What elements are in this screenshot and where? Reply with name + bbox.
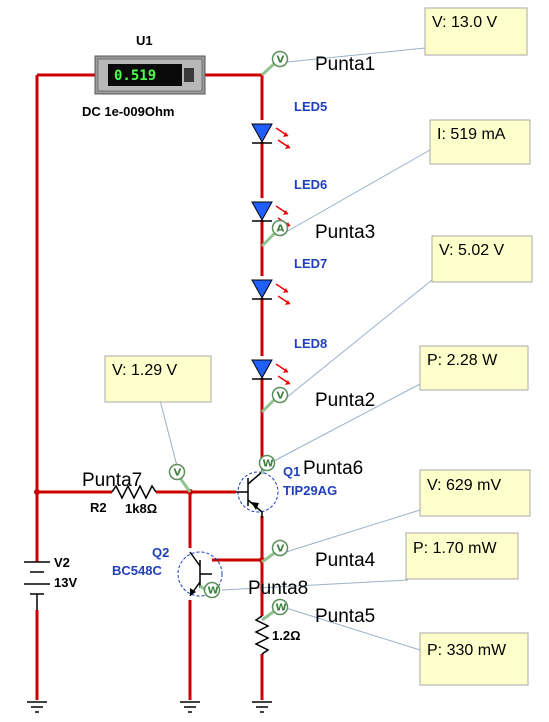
q1-part: TIP29AG (283, 483, 337, 498)
probe-reading-punta3: I: 519 mA (429, 119, 531, 165)
r2-ref: R2 (90, 500, 107, 515)
probe-marker-punta8[interactable]: W (199, 581, 221, 599)
transistor-q1[interactable] (236, 462, 279, 518)
source-value: 13V (54, 575, 77, 590)
probe-reading-text: V: 629 mV (427, 477, 501, 494)
led-led8[interactable] (251, 359, 291, 385)
probe-reading-text: P: 330 mW (427, 642, 507, 659)
r2-value: 1k8Ω (125, 501, 157, 516)
probe-reading-punta5: P: 330 mW (419, 632, 529, 686)
probe-letter-punta6: W (263, 459, 274, 470)
dc-source-v2[interactable] (24, 561, 50, 610)
probe-reading-punta8: P: 1.70 mW (405, 532, 519, 580)
led7-label: LED7 (294, 256, 327, 271)
probe-name-punta2: Punta2 (315, 390, 375, 411)
probe-name-punta6: Punta6 (303, 458, 363, 479)
resistor-r2[interactable] (111, 484, 157, 500)
multimeter-name: U1 (136, 33, 153, 48)
probe-marker-punta1[interactable]: V (260, 50, 289, 77)
probe-reading-text: V: 13.0 V (432, 14, 498, 31)
probe-reading-text: V: 1.29 V (112, 362, 178, 379)
ground-symbol (27, 701, 47, 713)
probe-name-punta8: Punta8 (248, 578, 308, 599)
probe-marker-punta5[interactable]: W (261, 598, 289, 622)
probe-reading-text: I: 519 mA (437, 126, 506, 143)
probe-name-punta5: Punta5 (315, 606, 375, 627)
circuit-wires (35, 73, 264, 700)
probe-letter-punta8: W (208, 586, 219, 597)
q2-part: BC548C (112, 563, 162, 578)
probe-marker-punta6[interactable]: W (258, 454, 276, 475)
probe-letter-punta5: W (276, 603, 287, 614)
probe-reading-text: P: 2.28 W (427, 352, 498, 369)
probe-marker-punta3[interactable]: A (260, 219, 289, 248)
q2-ref: Q2 (152, 545, 169, 560)
probe-name-punta1: Punta1 (315, 54, 375, 75)
probe-leader-lines (159, 47, 433, 651)
probe-reading-text: V: 5.02 V (439, 242, 505, 259)
led5-label: LED5 (294, 99, 327, 114)
probe-marker-punta7[interactable]: V (168, 463, 192, 493)
probe-name-punta4: Punta4 (315, 550, 376, 571)
multimeter-reading: 0.519 (114, 68, 156, 84)
probe-reading-punta6: P: 2.28 W (419, 345, 529, 391)
probe-reading-punta7: V: 1.29 V (104, 355, 212, 403)
probe-reading-punta4: V: 629 mV (419, 469, 531, 517)
ground-symbol (180, 701, 200, 713)
emitter-resistor-value: 1.2Ω (272, 628, 301, 643)
probe-reading-punta1: V: 13.0 V (424, 7, 528, 56)
source-ref: V2 (54, 555, 70, 570)
multimeter-u1[interactable]: 0.519 (94, 55, 206, 95)
probe-name-punta3: Punta3 (315, 222, 375, 243)
probe-marker-punta2[interactable]: V (260, 386, 289, 414)
transistor-q2[interactable] (177, 551, 223, 597)
resistor-emitter[interactable] (254, 615, 270, 655)
ground-symbol (252, 701, 272, 713)
probe-letter-punta7: V (174, 468, 182, 479)
probe-marker-punta4[interactable]: V (261, 539, 289, 564)
probe-name-punta7: Punta7 (82, 470, 142, 491)
multimeter-mode: DC 1e-009Ohm (82, 104, 174, 119)
probe-reading-punta2: V: 5.02 V (431, 235, 533, 283)
led6-label: LED6 (294, 177, 327, 192)
q1-ref: Q1 (283, 464, 300, 479)
led8-label: LED8 (294, 336, 327, 351)
probe-letter-punta4: V (277, 544, 285, 555)
led-led7[interactable] (251, 279, 291, 305)
led-led5[interactable] (251, 123, 291, 149)
probe-letter-punta2: V (277, 391, 285, 402)
probe-reading-text: P: 1.70 mW (413, 540, 497, 557)
probe-letter-punta3: A (277, 224, 285, 235)
probe-letter-punta1: V (277, 55, 285, 66)
